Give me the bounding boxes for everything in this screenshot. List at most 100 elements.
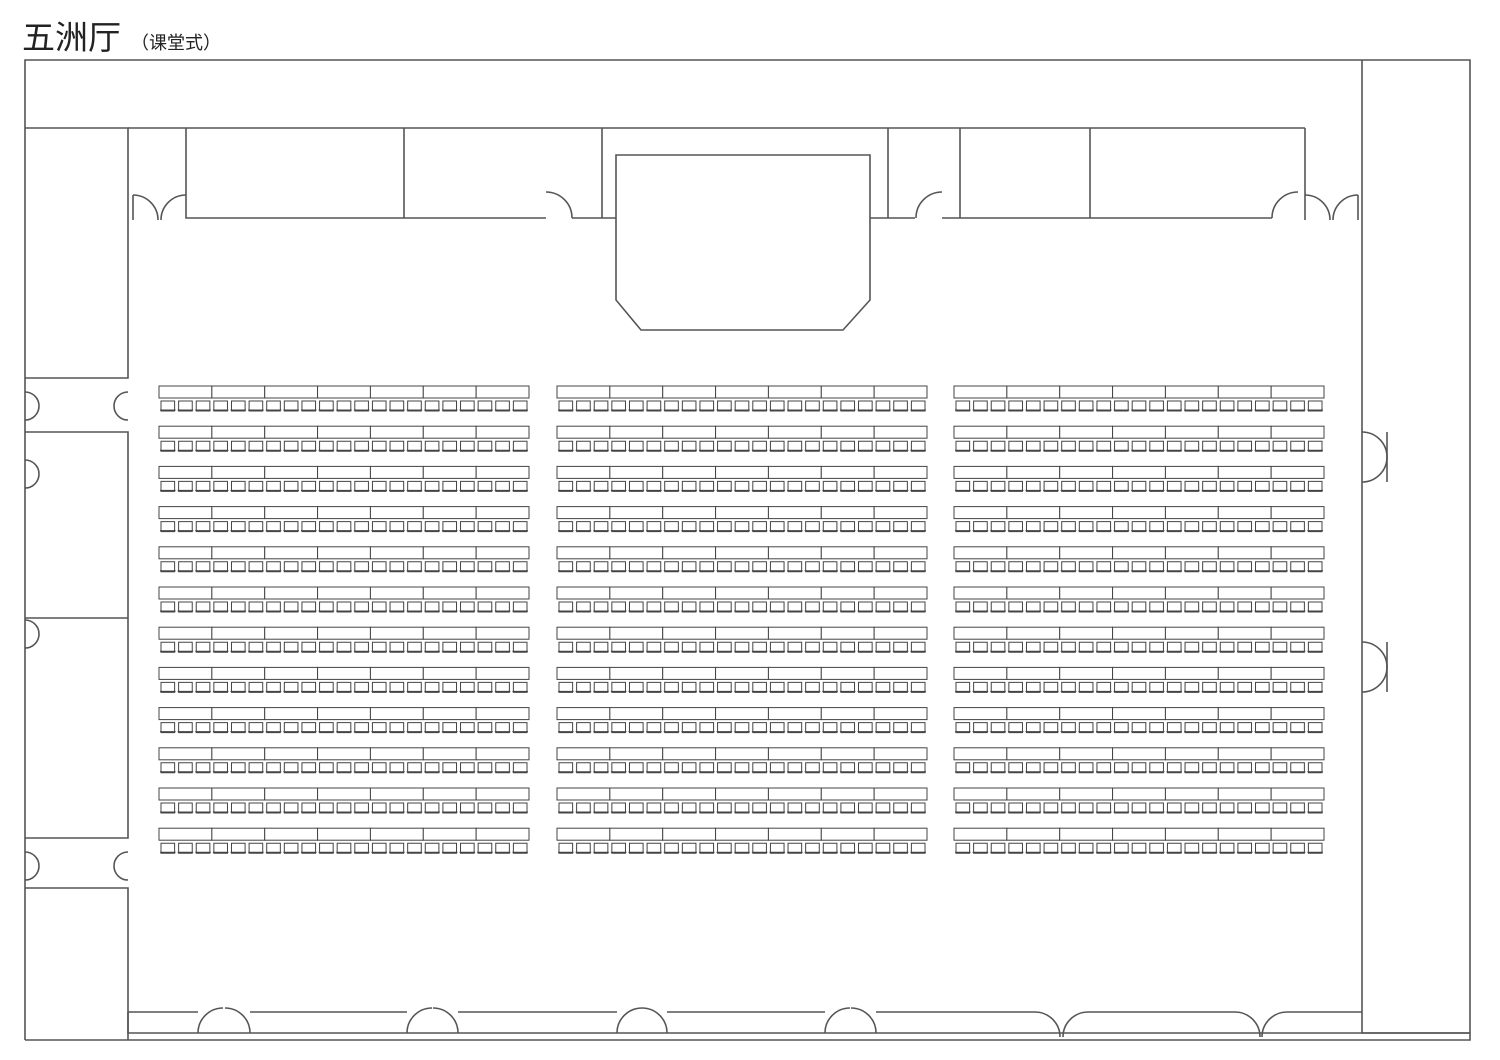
- chair: [353, 842, 370, 854]
- chair: [389, 762, 405, 774]
- chair: [610, 440, 627, 452]
- chair: [494, 480, 511, 492]
- chair: [558, 561, 574, 573]
- chair: [716, 440, 733, 452]
- chair: [787, 762, 803, 774]
- table: [211, 425, 266, 439]
- chair: [230, 842, 247, 854]
- table: [820, 626, 875, 640]
- table: [264, 385, 319, 399]
- table: [609, 787, 664, 801]
- chair: [160, 681, 176, 693]
- table: [1006, 425, 1061, 439]
- table: [211, 827, 266, 841]
- chair: [839, 681, 856, 693]
- chair: [955, 561, 971, 573]
- chair: [1131, 521, 1147, 533]
- table: [662, 546, 717, 560]
- chair: [990, 802, 1006, 814]
- table: [662, 385, 717, 399]
- chair: [628, 561, 645, 573]
- table: [662, 586, 717, 600]
- table: [1217, 546, 1272, 560]
- table: [715, 586, 769, 600]
- chair: [1219, 802, 1235, 814]
- table: [1112, 666, 1166, 680]
- chair: [265, 601, 282, 613]
- chair: [1148, 681, 1165, 693]
- chair: [300, 521, 317, 533]
- chair: [371, 601, 388, 613]
- chair: [875, 521, 891, 533]
- chair: [494, 400, 511, 412]
- table: [158, 425, 213, 439]
- chair: [160, 762, 176, 774]
- chair: [195, 762, 211, 774]
- table: [1217, 827, 1272, 841]
- table: [1112, 385, 1166, 399]
- chair: [230, 440, 247, 452]
- chair: [459, 842, 476, 854]
- chair: [734, 722, 750, 734]
- chair: [1148, 521, 1165, 533]
- chair: [716, 561, 733, 573]
- table: [1112, 707, 1166, 721]
- table: [1164, 626, 1219, 640]
- chair: [1219, 601, 1235, 613]
- table: [158, 707, 213, 721]
- chair: [892, 601, 909, 613]
- chair: [751, 400, 768, 412]
- chair: [593, 641, 609, 653]
- table: [1270, 666, 1325, 680]
- chair: [371, 762, 388, 774]
- table: [556, 707, 611, 721]
- chair: [389, 601, 405, 613]
- chair: [751, 601, 768, 613]
- chair: [663, 722, 680, 734]
- table: [953, 506, 1008, 520]
- chair: [212, 681, 229, 693]
- chair: [1254, 802, 1271, 814]
- chair: [857, 440, 874, 452]
- chair: [1113, 762, 1130, 774]
- chair: [610, 722, 627, 734]
- chair: [628, 400, 645, 412]
- chair: [195, 722, 211, 734]
- table: [1217, 586, 1272, 600]
- table: [1164, 546, 1219, 560]
- chair: [1289, 480, 1306, 492]
- chair: [1236, 641, 1253, 653]
- chair: [160, 722, 176, 734]
- chair: [1043, 762, 1059, 774]
- chair: [1131, 440, 1147, 452]
- chair: [248, 400, 264, 412]
- chair: [283, 480, 299, 492]
- chair: [1236, 400, 1253, 412]
- table: [556, 385, 611, 399]
- table: [1217, 465, 1272, 479]
- chair: [177, 641, 194, 653]
- table: [264, 425, 319, 439]
- seat-block: [953, 385, 1325, 854]
- chair: [318, 561, 335, 573]
- table: [873, 425, 928, 439]
- chair: [910, 762, 926, 774]
- chair: [477, 641, 493, 653]
- chair: [593, 722, 609, 734]
- table: [475, 385, 530, 399]
- chair: [716, 762, 733, 774]
- chair: [424, 762, 440, 774]
- table: [1164, 506, 1219, 520]
- chair: [1007, 722, 1024, 734]
- chair: [441, 440, 458, 452]
- chair: [1272, 722, 1288, 734]
- chair: [646, 561, 662, 573]
- chair: [822, 561, 838, 573]
- chair: [646, 842, 662, 854]
- table: [820, 546, 875, 560]
- table: [264, 707, 319, 721]
- chair: [990, 681, 1006, 693]
- chair: [646, 440, 662, 452]
- table: [317, 626, 371, 640]
- chair: [494, 842, 511, 854]
